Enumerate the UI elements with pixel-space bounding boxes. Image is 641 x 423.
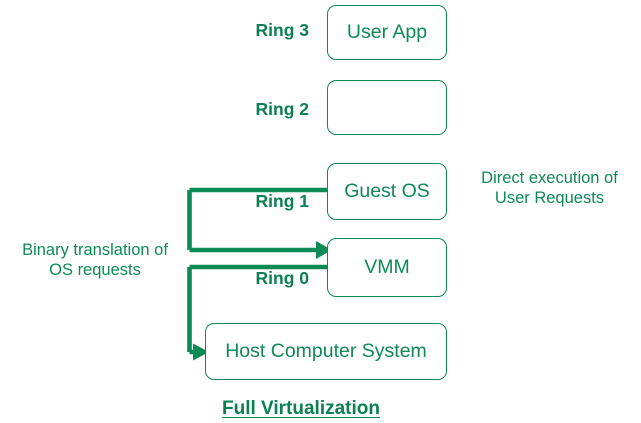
box-host-computer-system-label: Host Computer System: [225, 339, 427, 362]
box-ring2-empty[interactable]: [327, 80, 447, 135]
box-vmm[interactable]: VMM: [327, 238, 447, 297]
ring-label-ring-1: Ring 1: [255, 191, 309, 211]
ring-label-ring-0: Ring 0: [255, 268, 309, 288]
ring-label-ring-3: Ring 3: [255, 20, 309, 40]
arrowhead-to-vmm: [316, 241, 332, 259]
annotation-direct-execution: Direct execution of User Requests: [481, 169, 618, 207]
box-user-app[interactable]: User App: [327, 5, 447, 60]
box-guest-os[interactable]: Guest OS: [327, 163, 447, 220]
annotation-binary-translation: Binary translation of OS requests: [22, 241, 168, 279]
ring-label-ring-2: Ring 2: [255, 99, 309, 119]
box-user-app-label: User App: [346, 20, 428, 43]
box-host-computer-system[interactable]: Host Computer System: [205, 323, 447, 380]
diagram-caption: Full Virtualization: [222, 398, 380, 419]
box-guest-os-label: Guest OS: [344, 179, 430, 202]
box-vmm-label: VMM: [364, 255, 410, 278]
arrowhead-to-host: [193, 343, 209, 361]
